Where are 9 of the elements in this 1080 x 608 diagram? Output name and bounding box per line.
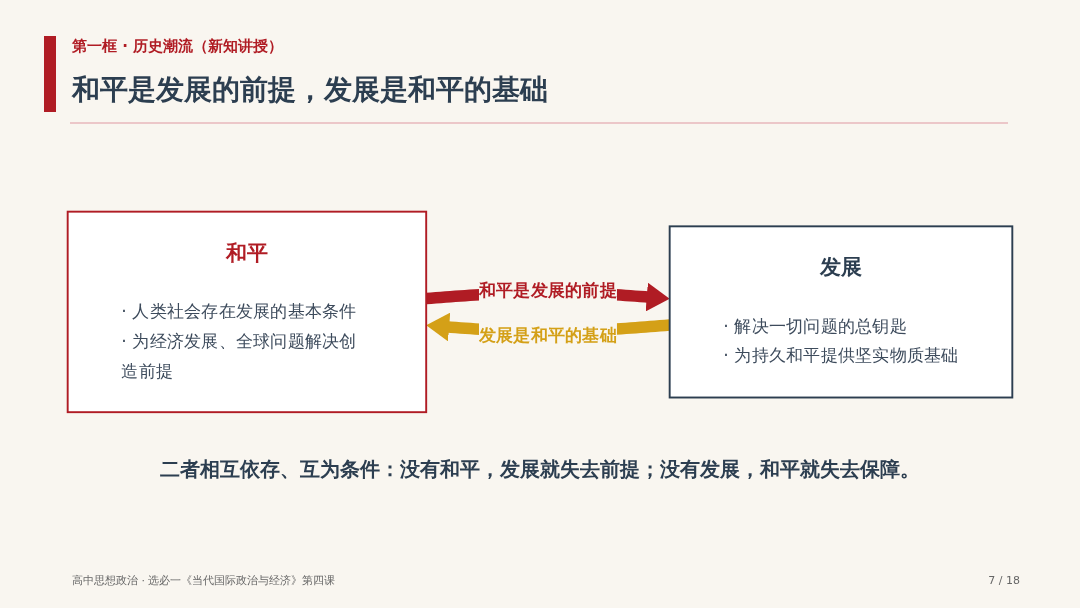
- node-box: 和平 · 人类社会存在发展的基本条件 · 为经济发展、全球问题解决创造前提: [66, 210, 428, 414]
- footer-text: 高中思想政治 · 选必一《当代国际政治与经济》第四课: [72, 574, 336, 588]
- edge-label: 和平是发展的前提: [478, 279, 617, 300]
- page-number: 7 / 18: [988, 574, 1020, 588]
- node-box: 发展 · 解决一切问题的总钥匙 · 为持久和平提供坚实物质基础: [668, 225, 1014, 399]
- slide-title: 和平是发展的前提，发展是和平的基础: [72, 72, 548, 108]
- section-heading: 第一框 · 历史潮流（新知讲授）: [72, 36, 284, 56]
- edge-label: 发展是和平的基础: [478, 324, 617, 345]
- summary-text: 二者相互依存、互为条件：没有和平，发展就失去前提；没有发展，和平就失去保障。: [160, 456, 920, 482]
